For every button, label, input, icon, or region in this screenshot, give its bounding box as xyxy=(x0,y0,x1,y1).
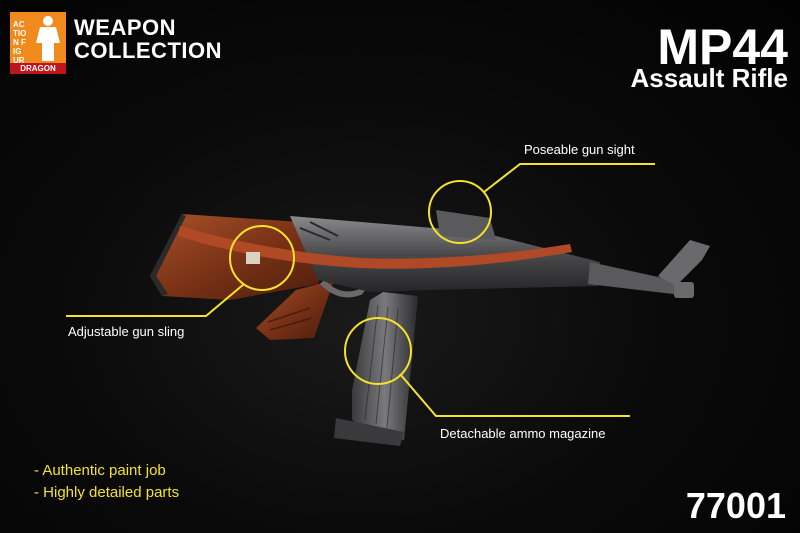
barrel-shape xyxy=(588,262,690,296)
front-sight-post xyxy=(658,240,710,286)
muzzle xyxy=(674,282,694,298)
sling-buckle xyxy=(246,252,260,264)
receiver-shape xyxy=(290,216,600,292)
feature-list: - Authentic paint job - Highly detailed … xyxy=(34,460,179,504)
callout-lines xyxy=(66,163,655,417)
grip-ribs xyxy=(267,307,313,331)
callout-gun-sight: Poseable gun sight xyxy=(524,142,635,157)
gun-sling-leader xyxy=(66,283,245,317)
gun-sight-leader xyxy=(483,163,655,193)
callout-magazine: Detachable ammo magazine xyxy=(440,426,606,441)
magazine-ribs xyxy=(364,304,399,429)
series-line-2: COLLECTION xyxy=(74,38,222,63)
series-line-1: WEAPON xyxy=(74,15,176,40)
product-subtitle: Assault Rifle xyxy=(630,63,789,93)
gun-sling-circle xyxy=(229,225,295,291)
magazine-base xyxy=(334,418,404,446)
product-code: 77001 xyxy=(685,485,786,526)
series-title: WEAPON COLLECTION xyxy=(74,16,222,62)
trigger-guard xyxy=(319,279,371,298)
magazine-circle xyxy=(344,317,412,385)
brand-logo: ACTION FIGURE DRAGON WEAPON COLLECTION xyxy=(10,12,225,74)
feature-item: - Highly detailed parts xyxy=(34,484,180,501)
sling-shape xyxy=(178,226,572,269)
pistol-grip-shape xyxy=(256,280,334,340)
product-name: MP44 xyxy=(657,19,788,75)
buttplate xyxy=(150,214,186,296)
figure-icon xyxy=(36,16,60,61)
gun-sight-circle xyxy=(428,180,492,244)
action-figure-badge: ACTION FIGURE DRAGON xyxy=(10,12,66,74)
feature-item: - Authentic paint job xyxy=(34,462,166,479)
dragon-badge: DRAGON xyxy=(10,63,66,74)
magazine-leader xyxy=(399,373,630,417)
receiver-ribs xyxy=(299,221,339,241)
rear-sight-shape xyxy=(436,210,496,240)
callout-gun-sling: Adjustable gun sling xyxy=(68,324,185,339)
